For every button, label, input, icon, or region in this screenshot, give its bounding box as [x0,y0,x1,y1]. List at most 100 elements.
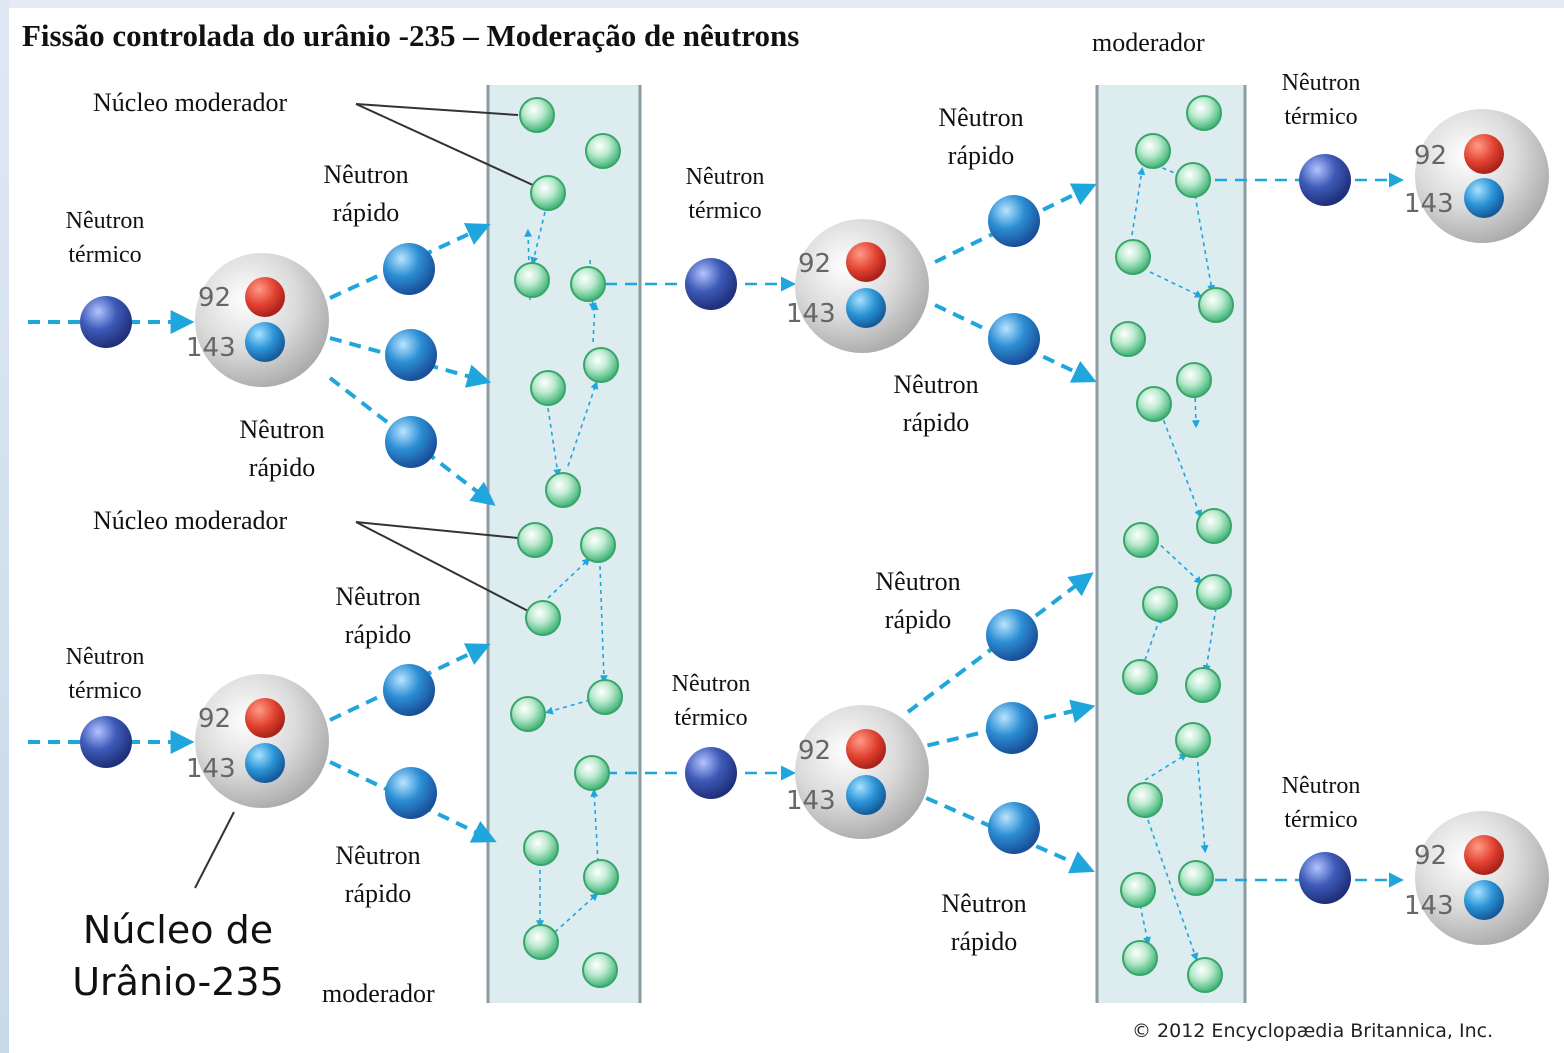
fast-neutron [385,329,437,381]
moderator-nucleus [574,755,610,791]
moderator-nucleus-label-1: Núcleo moderador [93,88,288,117]
moderator-band-2 [1097,85,1245,1003]
fast-neutrons [383,195,1040,854]
fast-neutron [385,767,437,819]
fast-neutron-label-1: Nêutron rápido [323,160,409,227]
moderator-nucleus [1187,957,1223,993]
thermal-neutron-label-5: Nêutron térmico [1281,70,1361,130]
fast-neutron-label-6: Nêutron rápido [893,370,979,437]
moderator-nucleus [530,175,566,211]
fast-neutron [385,416,437,468]
neutron-count: 143 [1404,189,1454,219]
proton-count: 92 [798,249,831,279]
moderator-nucleus [517,522,553,558]
thermal-neutron-label-3: Nêutron térmico [685,164,765,224]
moderator-nucleus [1115,239,1151,275]
moderator-nucleus [1120,872,1156,908]
moderator-nucleus-label-2: Núcleo moderador [93,506,288,535]
moderator-nucleus [1110,321,1146,357]
moderator-nucleus [1123,522,1159,558]
top-border [0,0,1564,8]
fast-neutron [383,243,435,295]
thermal-neutron [1299,852,1351,904]
proton-count: 92 [1414,841,1447,871]
fast-neutron [988,195,1040,247]
fast-neutron [383,664,435,716]
fast-neutron [986,609,1038,661]
uranium-nucleus-6: 92 143 [1404,811,1549,945]
uranium-nucleus-3: 92 143 [786,219,929,353]
fast-neutron-label-3: Nêutron rápido [335,582,421,649]
moderator-nucleus [1175,162,1211,198]
thermal-neutron [685,747,737,799]
uranium-nucleus-1: 92 143 [186,253,329,387]
copyright-notice: © 2012 Encyclopædia Britannica, Inc. [1132,1020,1494,1042]
moderator-nucleus [570,266,606,302]
moderator-nuclei [510,95,1234,993]
thermal-neutron [80,296,132,348]
fast-neutron [986,702,1038,754]
moderator-nucleus [545,472,581,508]
neutron-count: 143 [186,333,236,363]
thermal-neutron-label-2: Nêutron térmico [65,644,145,704]
moderator-nucleus [1186,95,1222,131]
thermal-neutron [685,258,737,310]
page-title: Fissão controlada do urânio -235 – Moder… [22,18,800,53]
moderator-nucleus [514,262,550,298]
moderator-nucleus [1176,362,1212,398]
fast-neutron-label-8: Nêutron rápido [941,889,1027,956]
moderator-nucleus [1122,940,1158,976]
moderator-nucleus [1142,586,1178,622]
pointer-lines [194,103,536,889]
moderator-band-1 [488,85,640,1003]
moderator-nucleus [1136,386,1172,422]
moderator-nucleus [585,133,621,169]
left-border [0,0,9,1053]
moderator-nucleus [583,859,619,895]
proton-count: 92 [198,704,231,734]
moderator-nucleus [1196,508,1232,544]
moderator-nucleus [580,527,616,563]
thermal-neutron [1299,154,1351,206]
moderator-nucleus [525,600,561,636]
moderator-nucleus [1135,133,1171,169]
moderator-nucleus [519,97,555,133]
moderator-nucleus [1196,574,1232,610]
neutron-count: 143 [786,299,836,329]
moderator-nucleus [1175,722,1211,758]
thermal-neutron [80,716,132,768]
fast-neutron [988,802,1040,854]
moderator-nucleus [523,924,559,960]
neutron-count: 143 [786,786,836,816]
moderator-label-top: moderador [1092,28,1205,57]
fast-neutron-label-7: Nêutron rápido [875,567,961,634]
neutron-count: 143 [1404,891,1454,921]
moderator-nucleus [1122,659,1158,695]
fast-neutron-label-4: Nêutron rápido [335,841,421,908]
proton-count: 92 [1414,141,1447,171]
uranium-nucleus-label: Núcleo de Urânio-235 [72,908,284,1004]
moderator-nucleus [530,370,566,406]
moderator-nucleus [1178,860,1214,896]
moderator-label-bottom: moderador [322,979,435,1008]
moderator-nucleus [523,830,559,866]
moderator-nucleus [1185,667,1221,703]
uranium-nucleus-5: 92 143 [1404,109,1549,243]
moderator-nucleus [1127,782,1163,818]
fast-neutron [988,313,1040,365]
moderator-nucleus [510,696,546,732]
thermal-neutron-label-1: Nêutron térmico [65,208,145,268]
uranium-nucleus-2: 92 143 [186,674,329,808]
moderator-nucleus [583,347,619,383]
moderator-nucleus [1198,287,1234,323]
proton-count: 92 [198,283,231,313]
thermal-neutron-label-6: Nêutron térmico [1281,773,1361,833]
thermal-neutron-label-4: Nêutron térmico [671,671,751,731]
moderator-nucleus [587,679,623,715]
fast-neutron-label-2: Nêutron rápido [239,415,325,482]
neutron-count: 143 [186,754,236,784]
thermal-neutrons [80,154,1351,904]
fast-neutron-label-5: Nêutron rápido [938,103,1024,170]
moderator-nucleus [582,952,618,988]
